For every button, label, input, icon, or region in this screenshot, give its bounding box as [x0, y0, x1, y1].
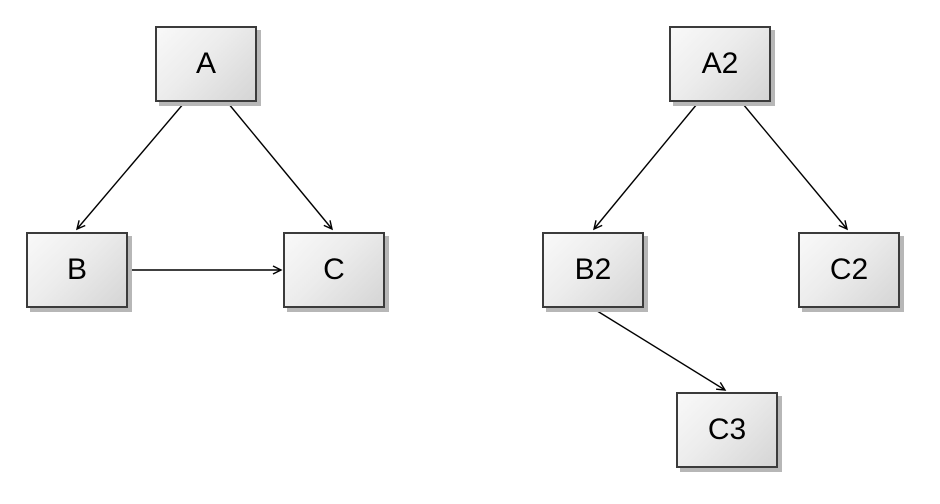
- node-B2: B2: [542, 232, 644, 308]
- node-C3: C3: [676, 392, 778, 468]
- edge-A2-B2: [593, 103, 698, 231]
- node-C2: C2: [798, 232, 900, 308]
- edge-A-C: [227, 102, 333, 231]
- node-A: A: [155, 26, 257, 102]
- node-A2: A2: [669, 26, 771, 102]
- node-C: C: [283, 232, 385, 308]
- edge-B2-C3: [593, 308, 727, 391]
- edge-A-B: [75, 102, 185, 231]
- edge-A2-C2: [742, 103, 849, 231]
- node-B: B: [26, 232, 128, 308]
